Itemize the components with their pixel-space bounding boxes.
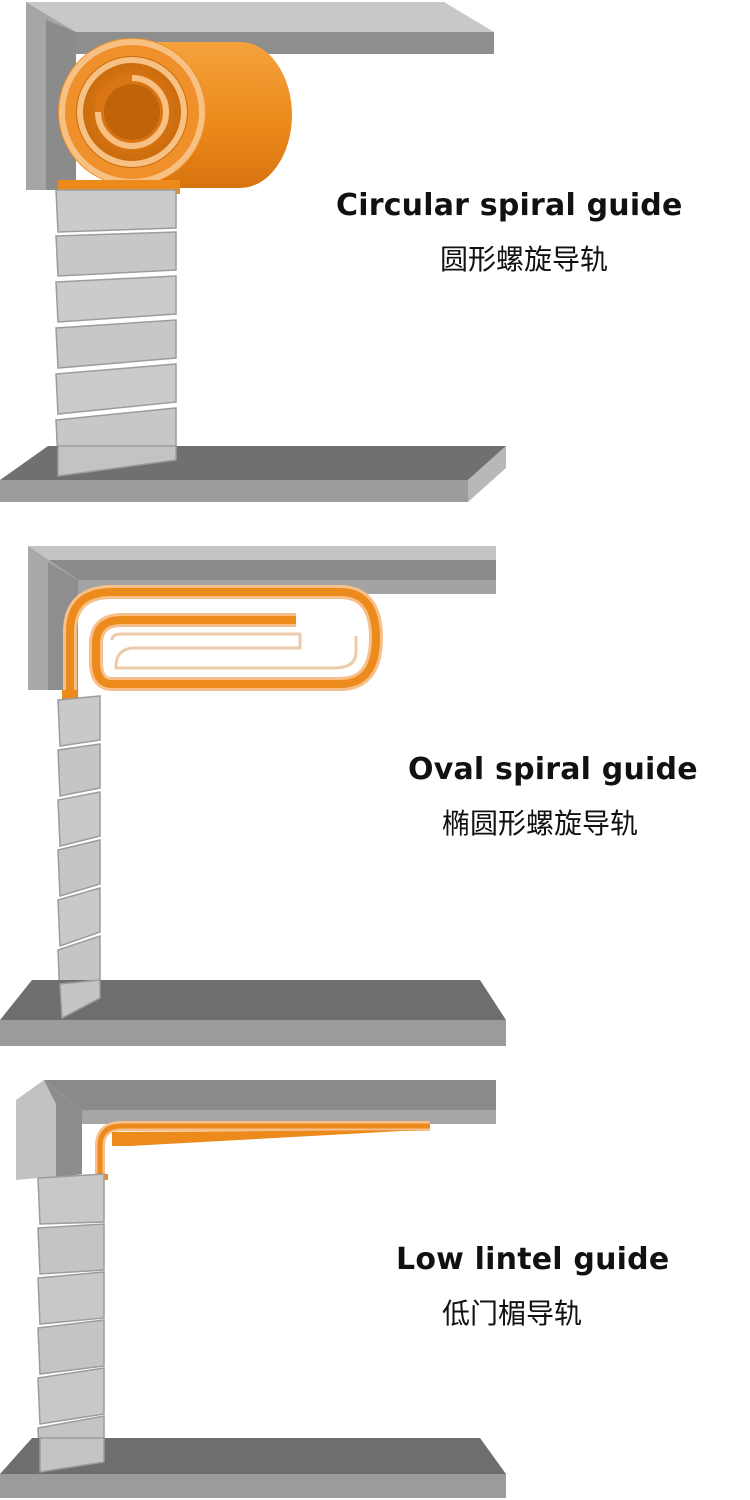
oval-guide-title-zh: 椭圆形螺旋导轨: [442, 807, 639, 840]
circular-guide-title-zh: 圆形螺旋导轨: [440, 243, 609, 276]
oval-guide-title-en: Oval spiral guide: [408, 752, 698, 787]
curtain-slats: [37, 1173, 105, 1473]
oval-coil-inner: [89, 613, 296, 662]
oval-guide-illustration: [0, 546, 506, 1046]
low-lintel-guide-illustration: [0, 1080, 506, 1498]
circular-guide-illustration: [0, 2, 506, 502]
curtain-slats: [57, 695, 101, 1002]
oval-guide-panel: Oval spiral guide 椭圆形螺旋导轨: [0, 540, 750, 1060]
circular-guide-panel: Circular spiral guide 圆形螺旋导轨: [0, 0, 750, 510]
low-lintel-guide-title-zh: 低门楣导轨: [442, 1297, 583, 1330]
low-lintel-guide-title-en: Low lintel guide: [396, 1242, 670, 1277]
floor-front: [0, 480, 468, 502]
curtain-slats: [55, 189, 177, 477]
lintel-top: [44, 1080, 496, 1110]
wall-column-side: [44, 1080, 82, 1178]
circular-guide-title-en: Circular spiral guide: [336, 188, 683, 223]
floor-top: [0, 1438, 506, 1474]
floor-top: [0, 980, 506, 1020]
lintel-underside: [82, 1110, 496, 1124]
floor-front: [0, 1020, 506, 1046]
floor-side: [468, 446, 506, 502]
lintel-top: [26, 2, 494, 32]
stored-curtain: [112, 1130, 420, 1146]
floor-front: [0, 1474, 506, 1498]
lintel-front: [28, 546, 496, 560]
low-lintel-guide-panel: Low lintel guide 低门楣导轨: [0, 1074, 750, 1500]
